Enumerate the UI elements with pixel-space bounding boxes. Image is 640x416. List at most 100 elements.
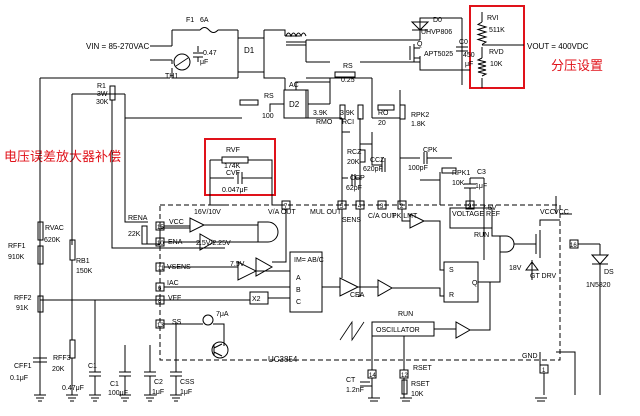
svg-text:D2: D2 bbox=[289, 100, 300, 109]
svg-text:RFF2: RFF2 bbox=[14, 295, 32, 302]
svg-text:PK LMT: PK LMT bbox=[392, 213, 418, 220]
svg-text:6: 6 bbox=[158, 286, 162, 292]
ground-symbols bbox=[34, 394, 547, 402]
svg-text:MUL OUT: MUL OUT bbox=[310, 209, 342, 216]
svg-text:CEA: CEA bbox=[350, 292, 365, 299]
resistor-rena: RENA 22K bbox=[124, 118, 190, 245]
svg-text:μF: μF bbox=[465, 61, 473, 68]
svg-text:RPK1: RPK1 bbox=[452, 170, 470, 177]
capacitor-cff1: CFF1 0.1μF bbox=[10, 350, 47, 395]
divider-rvi-rvd: RVI 511K RVD 10K bbox=[476, 12, 505, 88]
svg-text:DS: DS bbox=[604, 269, 614, 276]
svg-text:20K: 20K bbox=[347, 159, 360, 166]
compensation-annotation: 电压误差放大器补偿 bbox=[4, 150, 121, 165]
current-comp-network: 3.9K RMO 3.9K RCI RO 20 RPK2 1.8K RCZ 20… bbox=[305, 78, 487, 260]
svg-text:20K: 20K bbox=[52, 366, 65, 373]
svg-text:CT: CT bbox=[346, 377, 356, 384]
svg-text:VCC: VCC bbox=[540, 209, 555, 216]
ic-name: UC3854 bbox=[268, 355, 298, 364]
divider-highlight-box bbox=[469, 5, 525, 89]
svg-text:12: 12 bbox=[401, 373, 408, 379]
svg-text:C1: C1 bbox=[110, 381, 119, 388]
svg-text:13: 13 bbox=[157, 323, 164, 329]
svg-text:0.047μF: 0.047μF bbox=[222, 187, 248, 194]
svg-text:C0: C0 bbox=[459, 39, 468, 46]
svg-text:0.25: 0.25 bbox=[341, 77, 355, 84]
vout-label: VOUT = 400VDC bbox=[527, 42, 589, 51]
svg-text:GND: GND bbox=[522, 353, 538, 360]
svg-text:R: R bbox=[449, 292, 454, 299]
svg-text:RUN: RUN bbox=[474, 232, 489, 239]
svg-text:C1: C1 bbox=[88, 363, 97, 370]
ic-pins: 15 10 11 6 8 13 7 5 4 3 2 9 16 1 14 12 bbox=[155, 200, 579, 379]
svg-text:GT DRV: GT DRV bbox=[530, 273, 557, 280]
svg-text:RUN: RUN bbox=[398, 311, 413, 318]
svg-text:CFF1: CFF1 bbox=[14, 363, 32, 370]
svg-text:3W: 3W bbox=[97, 91, 108, 98]
svg-text:RB1: RB1 bbox=[76, 258, 90, 265]
softstart-transistor bbox=[211, 341, 229, 359]
resistor-rff3: RFF3 20K bbox=[52, 300, 76, 395]
svg-text:3: 3 bbox=[380, 204, 384, 210]
svg-text:7.5V: 7.5V bbox=[230, 261, 245, 268]
compensation-highlight-box bbox=[204, 138, 276, 196]
ic-internal-blocks: X2 7μA OSCILLATOR bbox=[164, 205, 541, 370]
svg-text:RVD: RVD bbox=[489, 49, 504, 56]
svg-text:30K: 30K bbox=[96, 99, 109, 106]
svg-text:CPK: CPK bbox=[423, 147, 438, 154]
svg-text:3.9K: 3.9K bbox=[313, 110, 328, 117]
svg-text:TH1: TH1 bbox=[165, 73, 178, 80]
svg-text:0.1μF: 0.1μF bbox=[10, 375, 28, 382]
fuse-f1: F1 6A bbox=[186, 17, 219, 33]
svg-text:VCC: VCC bbox=[554, 209, 569, 216]
svg-text:7μA: 7μA bbox=[216, 311, 229, 318]
boost-mosfet: Q APT5025 bbox=[409, 41, 453, 62]
svg-text:RFF1: RFF1 bbox=[8, 243, 26, 250]
svg-text:RPK2: RPK2 bbox=[411, 112, 429, 119]
resistor-rs-sense: RS 0.25 bbox=[329, 63, 372, 104]
divider-setting-annotation: 分压设置 bbox=[551, 59, 603, 74]
svg-text:7: 7 bbox=[284, 204, 288, 210]
svg-text:X2: X2 bbox=[252, 296, 261, 303]
input-wiring bbox=[150, 17, 470, 90]
svg-text:RSET: RSET bbox=[411, 381, 430, 388]
output-diode-d0: D0 UHVP806 bbox=[410, 17, 452, 36]
capacitor-css: CSS 1μF bbox=[170, 322, 195, 396]
svg-text:μF: μF bbox=[200, 59, 208, 66]
gate-drive-network: DS 1N5820 VCC 18V CT 1.2nF RSET RSET 10K bbox=[346, 196, 614, 398]
svg-text:C2: C2 bbox=[154, 379, 163, 386]
svg-text:RO: RO bbox=[378, 110, 389, 117]
svg-text:SENS: SENS bbox=[342, 217, 361, 224]
svg-text:1μF: 1μF bbox=[475, 183, 487, 190]
svg-text:RFF3: RFF3 bbox=[53, 355, 71, 362]
svg-text:1: 1 bbox=[542, 368, 546, 374]
svg-text:2: 2 bbox=[400, 204, 404, 210]
svg-text:RS: RS bbox=[264, 93, 274, 100]
svg-text:10K: 10K bbox=[411, 391, 424, 398]
svg-text:R1: R1 bbox=[97, 83, 106, 90]
svg-text:F1: F1 bbox=[186, 17, 194, 24]
svg-text:APT5025: APT5025 bbox=[424, 51, 453, 58]
svg-text:A: A bbox=[296, 275, 301, 282]
svg-text:CSS: CSS bbox=[180, 379, 195, 386]
svg-text:10: 10 bbox=[157, 241, 164, 247]
svg-text:18V: 18V bbox=[509, 265, 522, 272]
svg-text:16: 16 bbox=[570, 243, 577, 249]
input-capacitor: 0.47 μF bbox=[193, 46, 217, 66]
svg-text:RSET: RSET bbox=[413, 365, 432, 372]
output-capacitor: C0 450 μF bbox=[456, 39, 475, 68]
capacitor-c1b: C1 100μF bbox=[108, 345, 131, 397]
svg-text:CVF: CVF bbox=[226, 170, 240, 177]
capacitor-c2: C2 1μF bbox=[144, 345, 164, 396]
svg-text:3.9K: 3.9K bbox=[340, 110, 355, 117]
svg-text:VFF: VFF bbox=[168, 295, 181, 302]
svg-text:RVF: RVF bbox=[226, 147, 240, 154]
svg-text:15: 15 bbox=[157, 225, 164, 231]
svg-text:8: 8 bbox=[158, 299, 162, 305]
svg-text:100μF: 100μF bbox=[108, 390, 128, 397]
svg-text:10K: 10K bbox=[452, 180, 465, 187]
svg-text:150K: 150K bbox=[76, 268, 93, 275]
svg-text:C/A OUT: C/A OUT bbox=[368, 213, 397, 220]
svg-text:14: 14 bbox=[369, 373, 376, 379]
svg-text:RCZ: RCZ bbox=[347, 149, 362, 156]
